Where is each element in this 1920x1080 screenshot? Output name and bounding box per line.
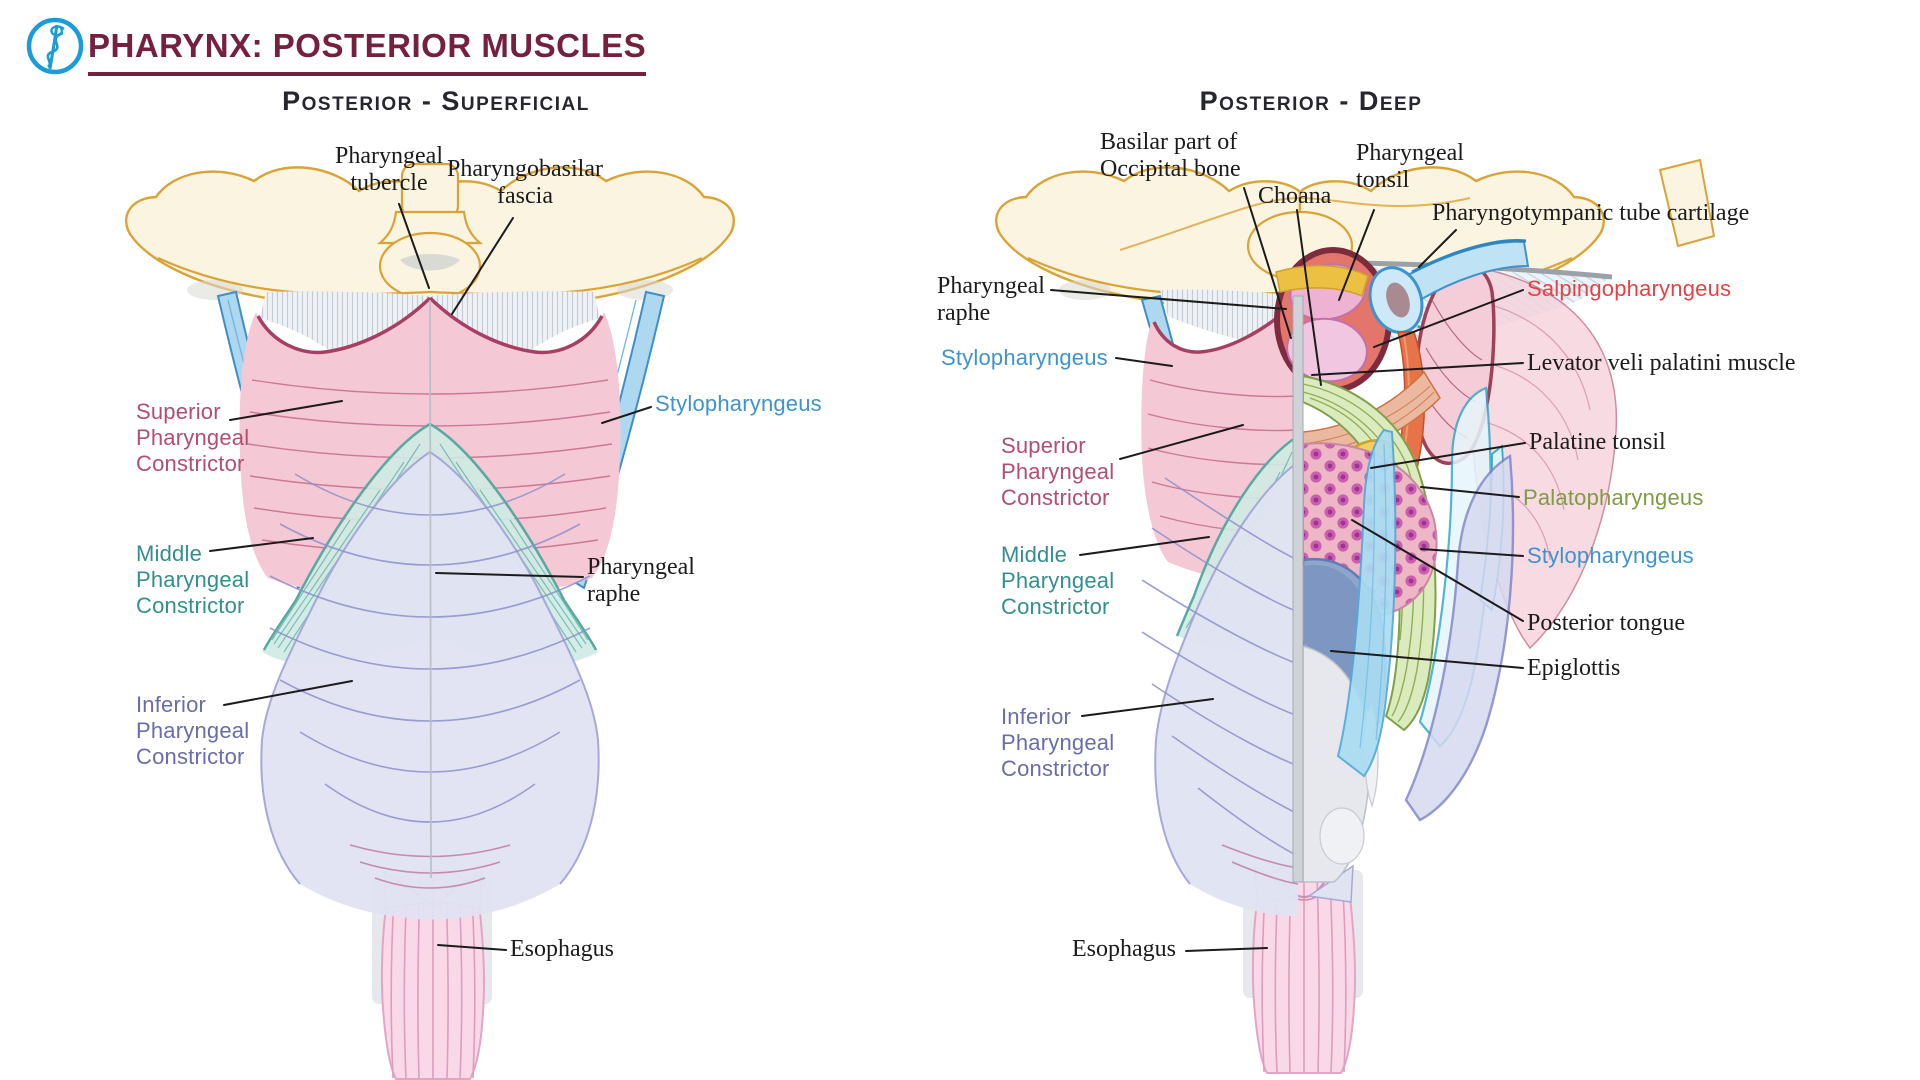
skull-base-graphic [124,162,736,307]
label-esophagus-deep: Esophagus [1072,936,1176,962]
label-stylopharyngeus: Stylopharyngeus [655,391,822,416]
inferior-constrictor-graphic [260,299,600,920]
label-middle-pharyngeal-constrictor: Middle Pharyngeal Constrictor [136,541,250,618]
label-pharyngeal-raphe-deep: Pharyngeal raphe [937,273,1045,327]
inferior-constrictor-graphic-deep [1141,461,1299,916]
label-palatopharyngeus: Palatopharyngeus [1523,485,1704,510]
label-basilar-occipital-bone: Basilar part of Occipital bone [1100,129,1241,183]
heading-superficial: Posterior - Superficial [282,86,590,116]
deep-illustration [994,158,1716,1074]
heading-deep: Posterior - Deep [1199,86,1423,116]
label-esophagus: Esophagus [510,936,614,962]
label-epiglottis: Epiglottis [1527,655,1621,681]
leader-lines [209,187,1526,952]
label-choana: Choana [1258,183,1332,209]
label-superior-pharyngeal-constrictor-deep: Superior Pharyngeal Constrictor [1001,433,1115,510]
label-inferior-pharyngeal-constrictor-deep: Inferior Pharyngeal Constrictor [1001,704,1115,781]
label-pharyngeal-tonsil: Pharyngeal tonsil [1356,140,1464,194]
label-pharyngotympanic-tube-cartilage: Pharyngotympanic tube cartilage [1432,200,1750,226]
label-pharyngeal-raphe: Pharyngeal raphe [587,554,695,608]
superficial-illustration [124,162,736,1080]
label-inferior-pharyngeal-constrictor: Inferior Pharyngeal Constrictor [136,692,250,769]
asclepius-staff-icon [26,17,84,75]
label-posterior-tongue: Posterior tongue [1527,610,1685,636]
label-stylopharyngeus-right: Stylopharyngeus [1527,543,1694,568]
deep-interior [1274,239,1618,883]
label-pharyngobasilar-fascia: Pharyngobasilar fascia [447,156,603,210]
label-levator-veli-palatini: Levator veli palatini muscle [1527,350,1796,376]
label-superior-pharyngeal-constrictor: Superior Pharyngeal Constrictor [136,399,250,476]
label-stylopharyngeus-left: Stylopharyngeus [941,345,1108,370]
page-title: PHARYNX: POSTERIOR MUSCLES [88,27,647,77]
label-middle-pharyngeal-constrictor-deep: Middle Pharyngeal Constrictor [1001,542,1115,619]
label-salpingopharyngeus: Salpingopharyngeus [1527,276,1732,301]
label-pharyngeal-tubercle: Pharyngeal tubercle [335,143,443,197]
label-palatine-tonsil: Palatine tonsil [1529,429,1666,455]
